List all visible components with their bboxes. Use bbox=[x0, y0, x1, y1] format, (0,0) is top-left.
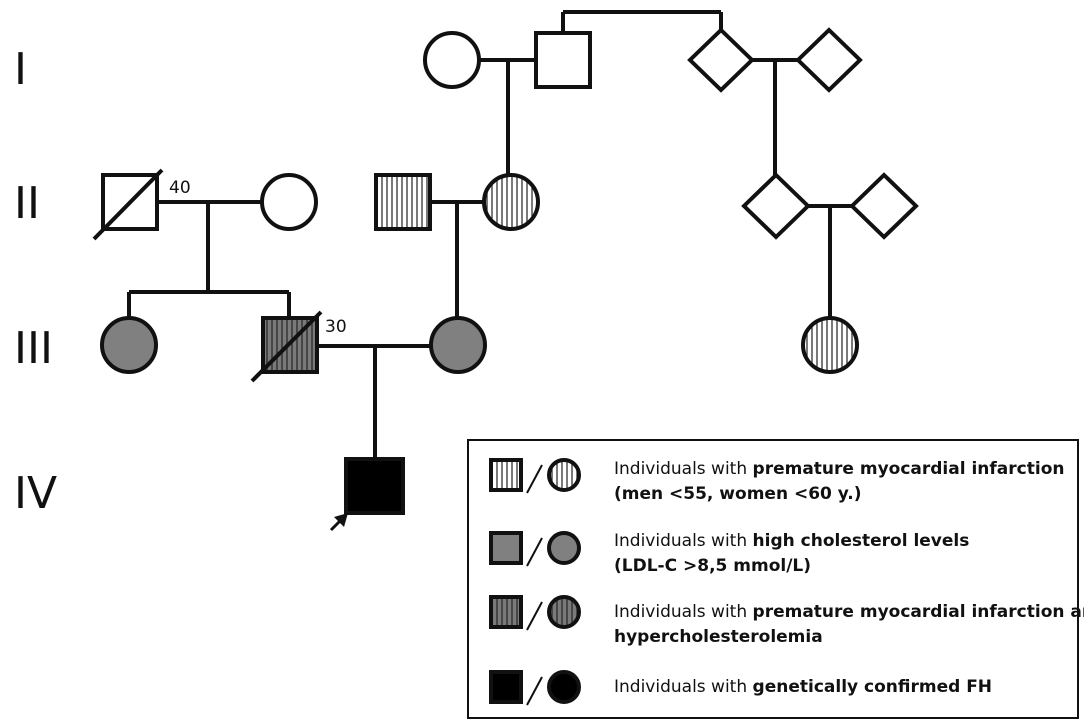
gen-II-unknown-sex-2 bbox=[849, 172, 919, 240]
legend-item-1-line2: (men <55, women <60 y.) bbox=[614, 484, 862, 504]
legend: Individuals with premature myocardial in… bbox=[467, 439, 1084, 719]
legend-item-4-line1: Individuals with genetically confirmed F… bbox=[614, 677, 992, 697]
legend-slash bbox=[526, 464, 543, 494]
gen-II-male-deceased bbox=[92, 168, 164, 241]
generation-label-IV: IV bbox=[14, 468, 57, 519]
gen-II-male-premature-mi bbox=[374, 173, 432, 231]
age-label-40: 40 bbox=[169, 178, 191, 198]
age-label-30: 30 bbox=[325, 317, 347, 337]
gen-I-female-unaffected bbox=[423, 31, 481, 89]
legend-circle-mi-and-hypercholesterolemia bbox=[547, 595, 581, 629]
legend-circle-genetic-fh bbox=[547, 670, 581, 704]
pedigree-lines bbox=[127, 10, 852, 459]
gen-I-unknown-sex-1 bbox=[687, 27, 755, 93]
legend-square-high-cholesterol bbox=[489, 531, 523, 565]
gen-I-male-unaffected bbox=[534, 31, 592, 89]
generation-label-I: I bbox=[14, 44, 27, 95]
legend-slash bbox=[526, 676, 543, 706]
generation-label-III: III bbox=[14, 323, 53, 374]
legend-item-1-line1: Individuals with premature myocardial in… bbox=[614, 459, 1064, 479]
gen-II-female-unaffected bbox=[260, 173, 318, 231]
generation-label-II: II bbox=[14, 178, 40, 229]
legend-item-3-line1: Individuals with premature myocardial in… bbox=[614, 602, 1084, 622]
gen-III-female-high-cholesterol-2 bbox=[429, 316, 487, 374]
legend-circle-high-cholesterol bbox=[547, 531, 581, 565]
gen-IV-male-proband-genetic-fh bbox=[344, 457, 405, 515]
legend-item-2-line1: Individuals with high cholesterol levels bbox=[614, 531, 969, 551]
gen-I-unknown-sex-2 bbox=[795, 27, 863, 93]
gen-II-unknown-sex-1 bbox=[741, 172, 811, 240]
legend-slash bbox=[526, 537, 543, 567]
legend-item-2-line2: (LDL-C >8,5 mmol/L) bbox=[614, 556, 811, 576]
legend-square-genetic-fh bbox=[489, 670, 523, 704]
legend-square-premature-mi bbox=[489, 458, 523, 492]
proband-arrow-icon bbox=[329, 513, 348, 532]
gen-II-female-premature-mi bbox=[482, 173, 540, 231]
legend-slash bbox=[526, 601, 543, 631]
legend-item-3-line2: hypercholesterolemia bbox=[614, 627, 823, 647]
gen-III-female-premature-mi bbox=[801, 316, 859, 374]
legend-circle-premature-mi bbox=[547, 458, 581, 492]
gen-III-female-high-cholesterol bbox=[100, 316, 158, 374]
legend-square-mi-and-hypercholesterolemia bbox=[489, 595, 523, 629]
gen-III-male-deceased-mi-and-hypercholesterolemia bbox=[250, 310, 323, 383]
